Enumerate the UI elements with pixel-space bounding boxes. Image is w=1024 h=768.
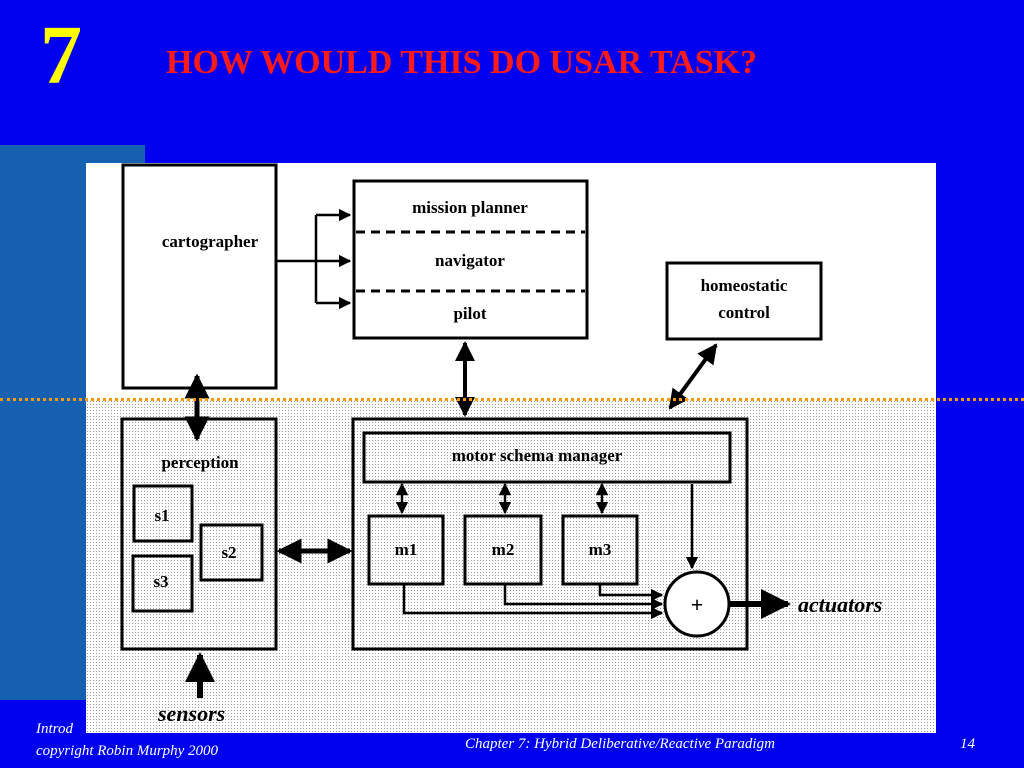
homeostatic-label-1: homeostatic (701, 276, 788, 295)
s2-box (199, 523, 264, 582)
cartographer-box (121, 163, 278, 390)
architecture-diagram: cartographer mission planner navigator p… (86, 163, 936, 733)
perception-label: perception (161, 453, 239, 472)
sensors-label: sensors (157, 701, 225, 726)
schema-to-sum-arrows (402, 584, 664, 620)
s2-label: s2 (221, 543, 236, 562)
cartographer-to-planner-arrows (276, 208, 352, 310)
s1-box (132, 484, 194, 543)
s1-label: s1 (154, 506, 169, 525)
page-number: 14 (960, 736, 975, 752)
s3-label: s3 (153, 572, 168, 591)
m3-label: m3 (589, 540, 612, 559)
footer-left-line1: Introd (36, 721, 73, 737)
sum-label: + (691, 592, 704, 617)
footer-chapter: Chapter 7: Hybrid Deliberative/Reactive … (465, 736, 775, 752)
cartographer-label: cartographer (162, 232, 259, 251)
pilot-label: pilot (453, 304, 486, 323)
slide-title: HOW WOULD THIS DO USAR TASK? (166, 44, 758, 81)
m1-label: m1 (395, 540, 418, 559)
footer-left-line2: copyright Robin Murphy 2000 (36, 743, 219, 759)
motor-schema-manager-box (362, 431, 732, 484)
homeostatic-label-2: control (718, 303, 770, 322)
homeostatic-motor-arrow (668, 343, 718, 410)
chapter-number: 7 (40, 9, 82, 102)
layer-divider (0, 398, 1024, 401)
mission-planner-label: mission planner (412, 198, 528, 217)
footer-left: Introd copyright Robin Murphy 2000 (36, 718, 218, 762)
m1-box (367, 514, 445, 586)
actuators-label: actuators (798, 592, 882, 617)
homeostatic-box (665, 261, 823, 341)
m3-box (561, 514, 639, 586)
motor-schema-manager-label: motor schema manager (452, 446, 623, 465)
planner-box (352, 179, 589, 340)
m2-label: m2 (492, 540, 515, 559)
manager-schema-arrows (395, 482, 699, 570)
navigator-label: navigator (435, 251, 505, 270)
s3-box (131, 554, 194, 613)
m2-box (463, 514, 543, 586)
